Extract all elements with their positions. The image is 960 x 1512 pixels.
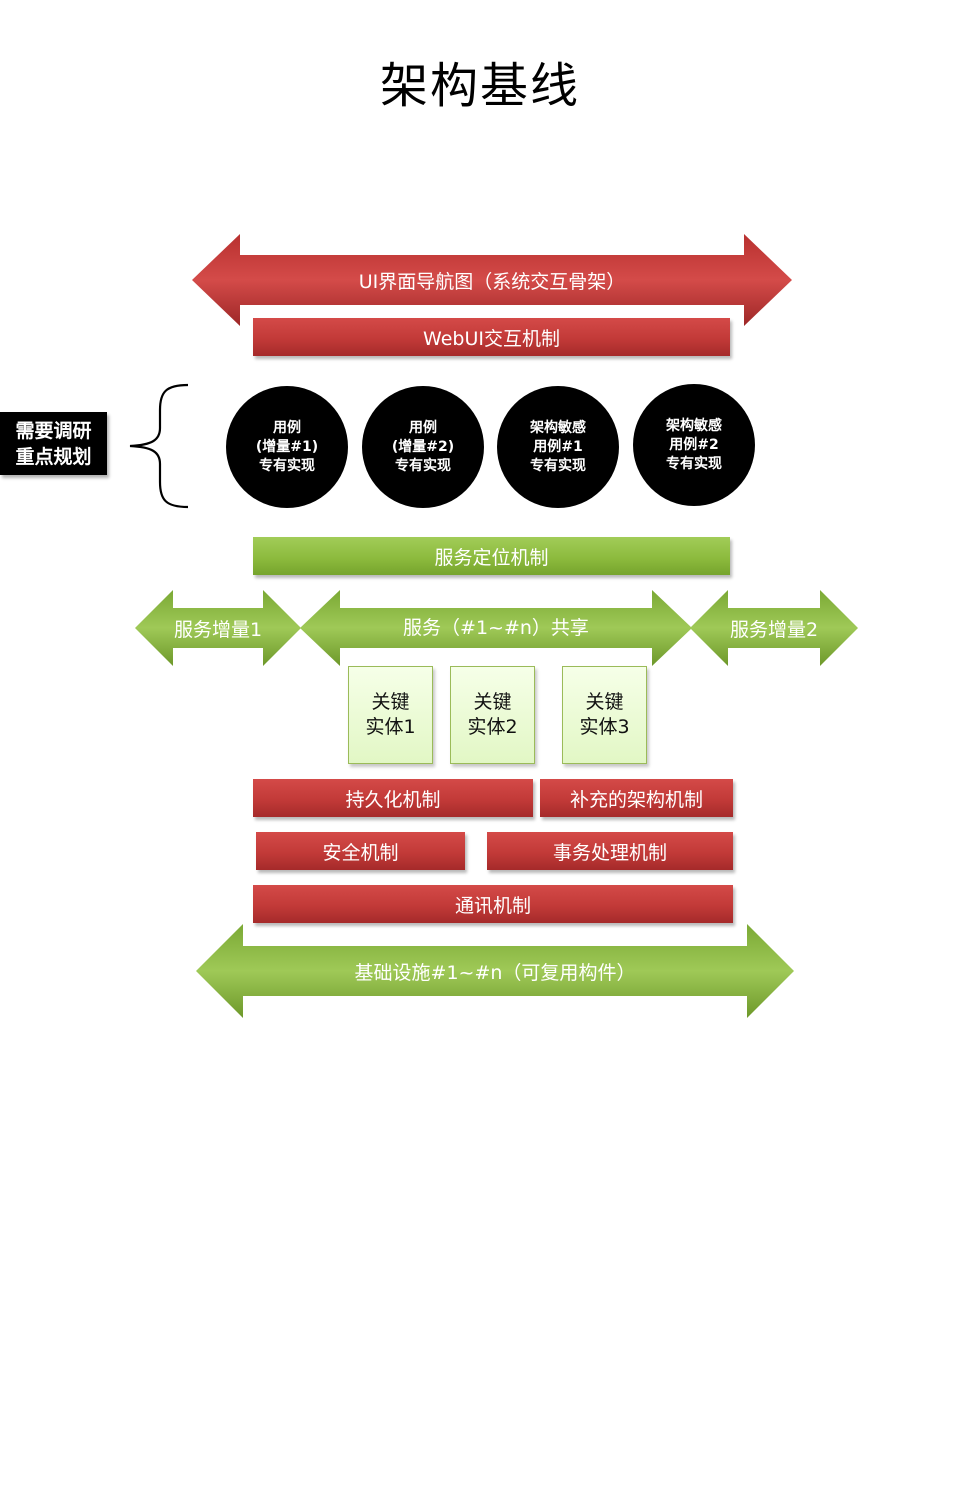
- use-case-1-line2: (增量#1): [255, 438, 319, 455]
- curly-brace-icon: [129, 383, 189, 509]
- service-increment-2-arrow: [690, 590, 858, 666]
- communication-bar: 通讯机制: [253, 885, 733, 923]
- security-bar: 安全机制: [256, 832, 465, 870]
- use-case-1-line1: 用例: [273, 419, 301, 436]
- key-entity-2: 关键 实体2: [450, 666, 535, 764]
- use-case-2-line3: 专有实现: [395, 457, 451, 474]
- key-entity-1-line2: 实体1: [365, 716, 416, 738]
- page-title: 架构基线: [379, 58, 580, 114]
- use-case-3-line2: 用例#1: [533, 438, 583, 455]
- service-shared-label: 服务（#1~#n）共享: [403, 616, 589, 639]
- use-case-2-line2: (增量#2): [391, 438, 455, 455]
- service-increment-2-label: 服务增量2: [729, 618, 819, 641]
- service-increment-1-arrow: [135, 590, 301, 666]
- key-entity-1: 关键 实体1: [348, 666, 433, 764]
- use-case-4-line3: 专有实现: [666, 455, 722, 472]
- use-case-1-line3: 专有实现: [259, 457, 315, 474]
- use-case-circle-3: 架构敏感 用例#1 专有实现: [497, 386, 619, 508]
- use-case-circle-2: 用例 (增量#2) 专有实现: [362, 386, 484, 508]
- use-case-circle-1: 用例 (增量#1) 专有实现: [226, 386, 348, 508]
- key-entity-3-line1: 关键: [585, 691, 624, 713]
- supplement-mechanism-bar: 补充的架构机制: [540, 779, 733, 817]
- transaction-bar: 事务处理机制: [487, 832, 733, 870]
- infrastructure-arrow: [196, 924, 794, 1018]
- key-entity-3: 关键 实体3: [562, 666, 647, 764]
- service-increment-1-label: 服务增量1: [173, 618, 263, 641]
- research-note: 需要调研 重点规划: [0, 412, 107, 475]
- use-case-circle-4: 架构敏感 用例#2 专有实现: [633, 384, 755, 506]
- persistence-bar: 持久化机制: [253, 779, 533, 817]
- service-shared-arrow: [300, 590, 692, 666]
- key-entity-2-line2: 实体2: [467, 716, 518, 738]
- infrastructure-arrow-label: 基础设施#1~#n（可复用构件）: [354, 961, 636, 984]
- use-case-3-line1: 架构敏感: [530, 419, 586, 436]
- use-case-4-line1: 架构敏感: [666, 417, 722, 434]
- use-case-2-line1: 用例: [409, 419, 437, 436]
- key-entity-1-line1: 关键: [371, 691, 410, 713]
- key-entity-2-line1: 关键: [473, 691, 512, 713]
- research-note-line1: 需要调研: [15, 419, 92, 442]
- service-locate-bar: 服务定位机制: [253, 537, 730, 575]
- ui-nav-arrow: [192, 234, 792, 326]
- webui-bar: WebUI交互机制: [253, 318, 730, 356]
- ui-nav-arrow-label: UI界面导航图（系统交互骨架）: [358, 270, 626, 293]
- research-note-line2: 重点规划: [15, 445, 92, 468]
- key-entity-3-line2: 实体3: [579, 716, 630, 738]
- use-case-3-line3: 专有实现: [530, 457, 586, 474]
- use-case-4-line2: 用例#2: [669, 436, 719, 453]
